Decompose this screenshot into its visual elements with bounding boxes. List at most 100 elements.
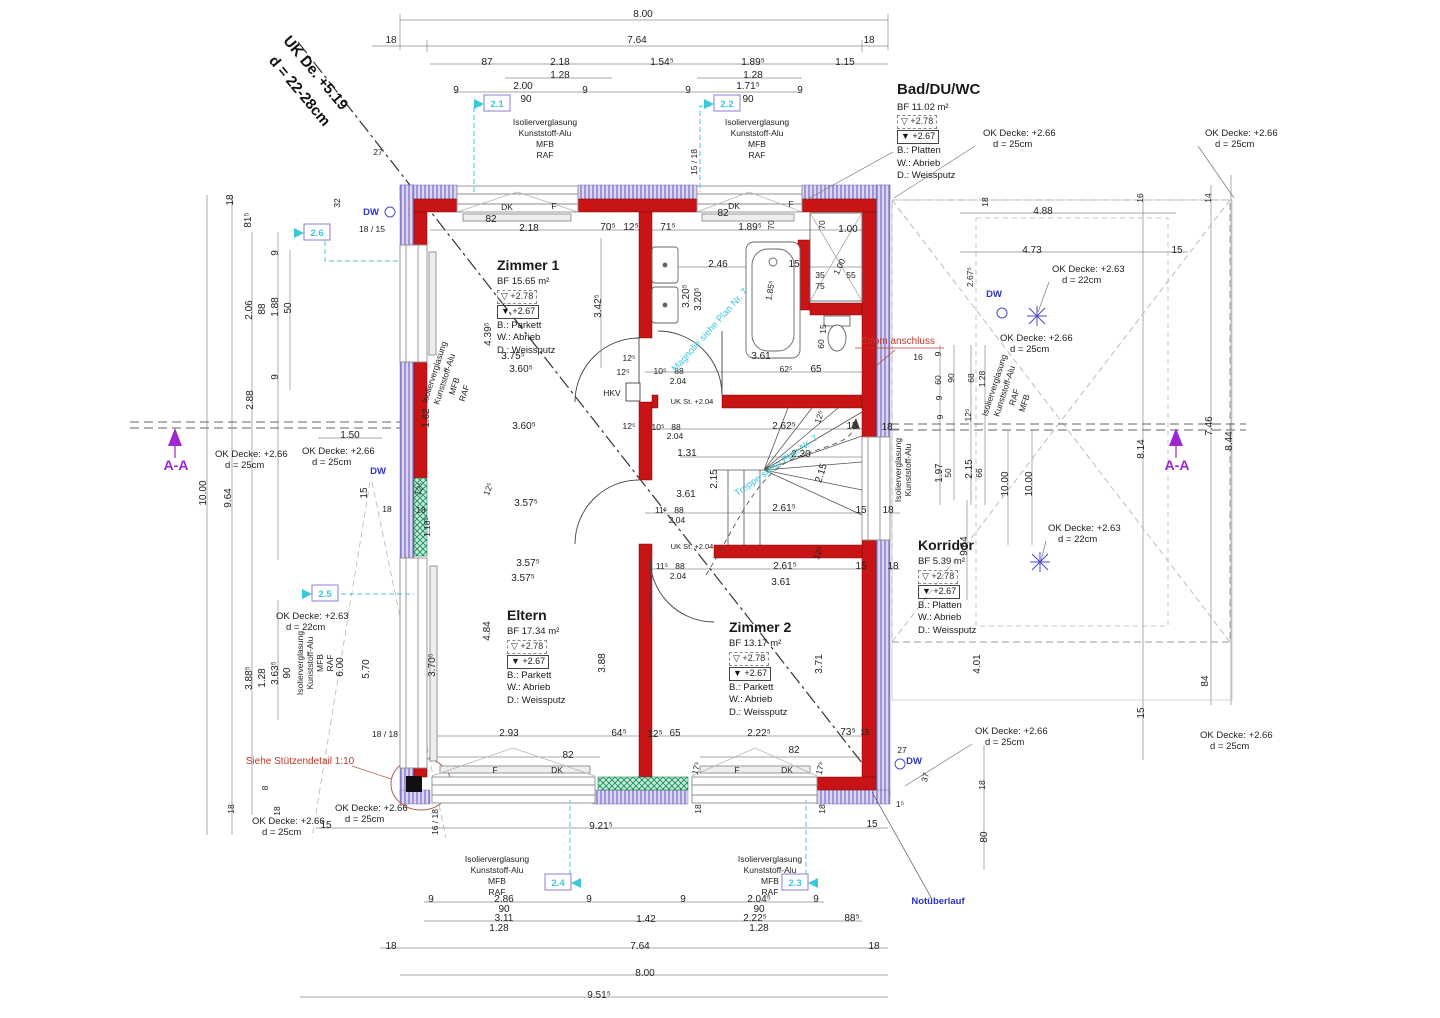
window-tag-box <box>303 223 331 241</box>
dim-label: 12⁵ <box>623 421 636 431</box>
dim-label: MFB <box>315 654 325 672</box>
dim-label: 88 <box>257 303 268 315</box>
dim-label: 4.88 <box>1033 206 1053 217</box>
dimension-chains <box>206 14 1232 998</box>
dim-label: 2.04 <box>670 571 687 581</box>
dim-label: 7.64 <box>630 941 650 952</box>
dim-label: MFB <box>488 876 506 886</box>
room-block-zimmer1: Zimmer 1 BF 15.65 m² ▽ +2.78 ▼ +2.67 B.:… <box>497 256 559 357</box>
dim-label: 1.28 <box>977 370 987 387</box>
dim-label: 3.57⁵ <box>514 498 538 509</box>
dim-label: 15 <box>866 819 878 830</box>
dim-label: 16 <box>1135 193 1145 203</box>
dim-label: 1.28 <box>743 70 763 81</box>
dim-label: 12⁵ <box>412 481 426 497</box>
dim-label: 16 / 18 <box>430 809 440 835</box>
dim-label: 4.39⁵ <box>483 322 494 346</box>
dim-label: 3.11 <box>495 913 514 924</box>
window-tag-label: 2.4 <box>551 878 565 889</box>
dim-label: 7.46 <box>1204 416 1215 436</box>
section-markers <box>168 428 1183 458</box>
dim-label: 3.70⁵ <box>427 653 438 677</box>
dim-label: 3.71 <box>814 654 825 674</box>
dim-label: 15 <box>1136 707 1147 719</box>
room-block-zimmer2: Zimmer 2 BF 13.17 m² ▽ +2.78 ▼ +2.67 B.:… <box>729 618 791 719</box>
room-name: Zimmer 2 <box>729 619 792 635</box>
dim-label: 18 / 18 <box>372 729 398 739</box>
dim-label: 90 <box>742 94 754 105</box>
dim-label: Isolierverglasung <box>893 438 903 503</box>
dim-label: 2.22⁵ <box>747 728 771 739</box>
window-tag-arrow <box>474 99 484 109</box>
dim-label: 18 <box>817 804 827 814</box>
finish-floor: B.: Parkett <box>497 319 542 331</box>
dim-label: 2.62⁵ <box>772 421 796 432</box>
dim-label: 88 <box>671 422 681 432</box>
dim-label: F <box>492 765 497 775</box>
dim-label: MFB <box>748 139 766 149</box>
dim-label: 1.89⁵ <box>741 57 765 68</box>
bathtub <box>745 241 801 359</box>
dim-label: 10⁵ <box>654 366 667 376</box>
dim-label: 3.60⁵ <box>512 421 536 432</box>
toilet <box>827 324 847 352</box>
dim-label: DW <box>363 207 379 218</box>
dim-label: 1.88 <box>270 297 281 317</box>
room-block-bad: Bad/DU/WC BF 11.02 m² ▽ +2.78 ▼ +2.67 B.… <box>897 80 980 183</box>
dim-label: 1.62 <box>421 408 432 428</box>
dim-label: 2.04 <box>669 515 686 525</box>
dim-label: 82 <box>788 745 800 756</box>
dim-label: Kunststoff-Alu <box>903 443 913 496</box>
dim-label: 71⁵ <box>660 222 675 233</box>
dim-label: RAF <box>489 887 506 897</box>
room-area: BF 11.02 m² <box>897 101 949 113</box>
dim-label: Treppe siehe Plan Nr. 7 <box>733 433 821 499</box>
dim-label: 55 <box>846 270 856 280</box>
dim-label: 9 <box>685 85 691 96</box>
dim-label: 16 <box>913 352 923 362</box>
dim-label: 15 <box>846 421 858 432</box>
dim-label: UK St. +2.04 <box>671 542 714 551</box>
dim-label: DK <box>728 201 740 211</box>
dim-label: 3.57⁵ <box>516 558 540 569</box>
dim-label: 1.71⁵ <box>736 81 760 92</box>
dim-label: 1.50 <box>340 430 360 441</box>
dim-label: Kunststoff-Alu <box>305 636 315 689</box>
room-name: Korridor <box>918 537 974 553</box>
dim-label: 9 <box>934 395 944 400</box>
dim-label: 12⁵ <box>617 367 630 377</box>
dim-label: 90 <box>498 904 510 915</box>
dim-label: UK St. +2.04 <box>671 397 714 406</box>
dim-label: 1.28 <box>749 923 769 934</box>
dim-label: 9.64 <box>223 488 234 508</box>
dim-label: 9 <box>453 85 459 96</box>
shower <box>809 212 863 302</box>
room-area: BF 15.65 m² <box>497 276 550 288</box>
finish-ceiling: D.: Weissputz <box>497 344 556 356</box>
dim-label: RAF <box>749 150 766 160</box>
dim-label: 50 <box>283 302 294 314</box>
dim-label: 18 <box>887 561 899 572</box>
dim-label: 90 <box>753 904 765 915</box>
dim-label: 2.15 <box>709 469 720 489</box>
level-bottom: ▼ +2.67 <box>897 130 940 145</box>
dim-label: 2.18 <box>550 57 570 68</box>
dim-label: 1.28 <box>489 923 509 934</box>
room-block-eltern: Eltern BF 17.34 m² ▽ +2.78 ▼ +2.67 B.: P… <box>507 606 565 707</box>
dim-label: 9 <box>933 351 943 356</box>
dim-label: 18 <box>416 505 426 515</box>
dim-label: 12⁵ <box>812 409 826 425</box>
dim-label: 18 <box>225 194 236 206</box>
dim-label: 14 <box>1203 193 1213 203</box>
dim-label: 1.00 <box>838 224 858 235</box>
dim-label: 15 <box>1171 245 1183 256</box>
dim-label: 2.15 <box>964 459 975 479</box>
dim-label: 3.20⁵ <box>681 284 692 308</box>
